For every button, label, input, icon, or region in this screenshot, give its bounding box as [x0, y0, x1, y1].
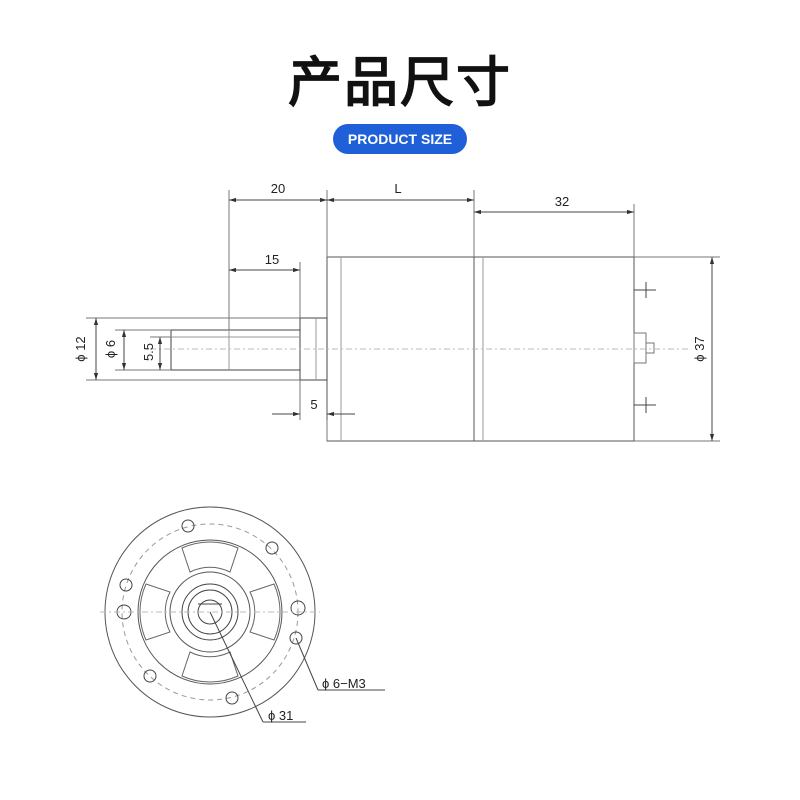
dim-pcd: ϕ 31	[268, 708, 293, 723]
mount-hole	[290, 600, 306, 616]
motor-body	[473, 256, 635, 442]
dim-body-length: L	[394, 181, 401, 196]
dim-motor-dia: ϕ 37	[692, 336, 707, 361]
dim-boss-length: 5	[310, 397, 317, 412]
dim-holes: ϕ 6−M3	[322, 676, 366, 691]
mount-hole	[265, 541, 279, 555]
mount-hole	[119, 578, 133, 592]
mount-hole	[225, 691, 239, 705]
page-title: 产品尺寸	[288, 51, 512, 114]
side-view	[86, 190, 720, 442]
dim-motor-length: 32	[555, 194, 569, 209]
mount-hole	[289, 631, 303, 645]
dim-flat-depth: 5.5	[141, 343, 156, 361]
front-view	[100, 506, 385, 723]
dim-shaft-dia: ϕ 6	[103, 340, 118, 358]
dim-flat-length: 15	[265, 252, 279, 267]
dim-shaft-length: 20	[271, 181, 285, 196]
dim-boss-dia: ϕ 12	[73, 336, 88, 361]
mount-hole	[181, 519, 195, 533]
shaft	[170, 329, 301, 371]
mount-hole	[143, 669, 157, 683]
product-size-badge: PRODUCT SIZE	[333, 124, 467, 154]
